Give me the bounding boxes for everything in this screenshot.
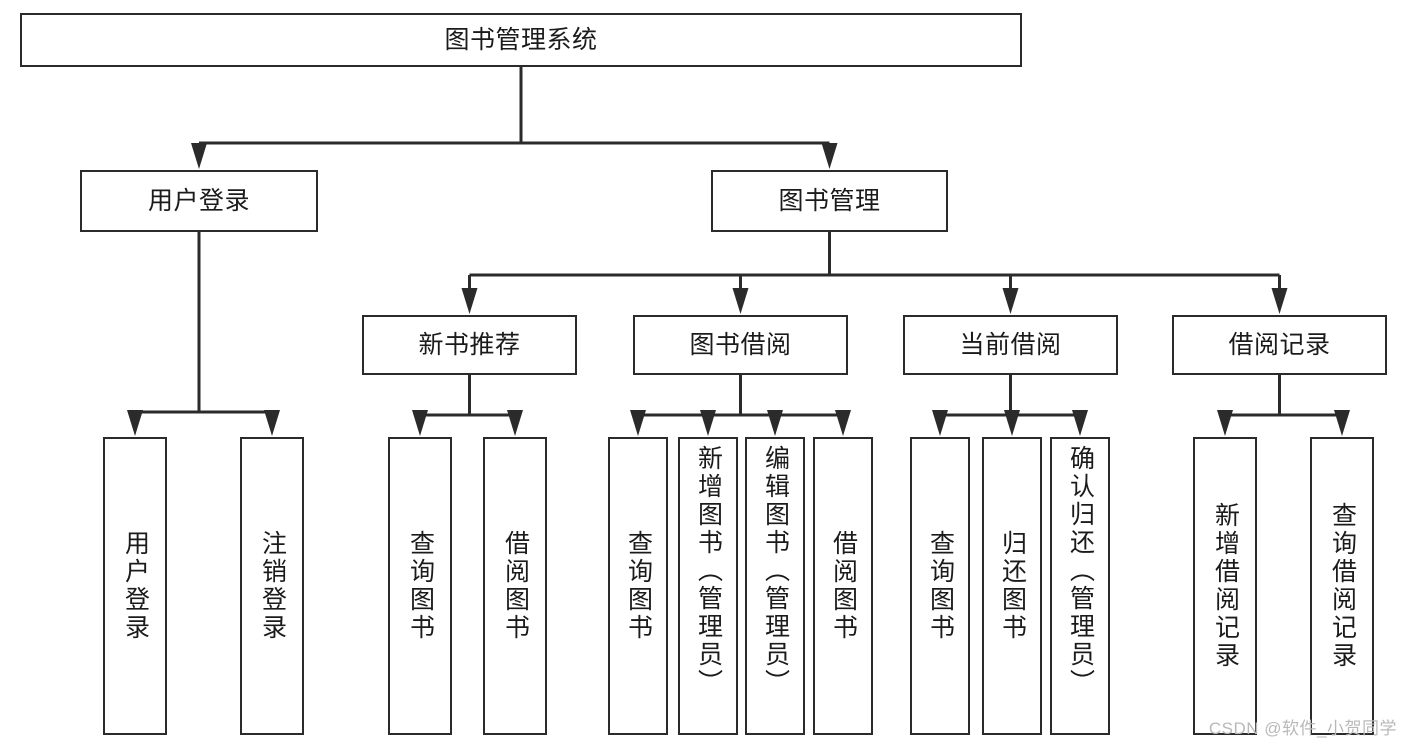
arrowhead-icon [700,410,716,436]
node-root: 图书管理系统 [20,13,1022,67]
node-label: 借阅图书 [501,530,530,642]
node-label: 图书管理 [778,186,881,215]
arrowhead-icon [1271,288,1288,314]
node-label: 编辑图书（管理员） [761,445,790,697]
arrowhead-icon [1072,410,1088,436]
node-l1-1: 图书管理 [711,170,948,232]
node-l1-0: 用户登录 [80,170,318,232]
arrowhead-icon [767,410,783,436]
arrowhead-icon [461,288,478,314]
node-leaf-borrow-3: 借阅图书 [813,437,873,735]
node-label: 归还图书 [998,530,1027,642]
node-leaf-borrow-1: 新增图书（管理员） [678,437,738,735]
node-l2-0: 新书推荐 [362,315,577,375]
arrowhead-icon [1002,288,1019,314]
node-label: 图书管理系统 [444,25,598,54]
arrowhead-icon [264,410,280,436]
node-label: 新书推荐 [418,330,521,359]
arrowhead-icon [1334,410,1350,436]
node-label: 借阅记录 [1228,330,1331,359]
node-l2-2: 当前借阅 [903,315,1118,375]
arrowhead-icon [732,288,749,314]
node-leaf-rec-1: 查询借阅记录 [1310,437,1374,735]
node-label: 注销登录 [258,530,287,642]
node-label: 借阅图书 [829,530,858,642]
node-leaf-new-1: 借阅图书 [483,437,547,735]
node-leaf-login-0: 用户登录 [103,437,167,735]
node-label: 新增借阅记录 [1211,502,1240,670]
arrowhead-icon [127,410,143,436]
node-leaf-login-1: 注销登录 [240,437,304,735]
arrowhead-icon [1004,410,1020,436]
node-leaf-cur-1: 归还图书 [982,437,1042,735]
node-label: 确认归还（管理员） [1066,445,1095,697]
node-leaf-rec-0: 新增借阅记录 [1193,437,1257,735]
node-leaf-cur-0: 查询图书 [910,437,970,735]
arrowhead-icon [821,143,838,169]
arrowhead-icon [1217,410,1233,436]
node-label: 图书借阅 [689,330,792,359]
node-leaf-borrow-0: 查询图书 [608,437,668,735]
arrowhead-icon [630,410,646,436]
arrowhead-icon [191,143,207,169]
node-l2-1: 图书借阅 [633,315,848,375]
node-label: 查询图书 [406,530,435,642]
arrowhead-icon [932,410,948,436]
node-label: 查询图书 [926,530,955,642]
node-label: 用户登录 [147,186,250,215]
node-label: 查询图书 [624,530,653,642]
node-label: 新增图书（管理员） [694,445,723,697]
arrowhead-icon [412,410,428,436]
node-leaf-new-0: 查询图书 [388,437,452,735]
node-l2-3: 借阅记录 [1172,315,1387,375]
node-label: 当前借阅 [959,330,1062,359]
node-leaf-borrow-2: 编辑图书（管理员） [745,437,805,735]
arrowhead-icon [835,410,851,436]
watermark: CSDN @软件_小贺同学 [1208,719,1397,738]
node-label: 用户登录 [121,530,150,642]
node-leaf-cur-2: 确认归还（管理员） [1050,437,1110,735]
arrowhead-icon [507,410,523,436]
node-label: 查询借阅记录 [1328,502,1357,670]
